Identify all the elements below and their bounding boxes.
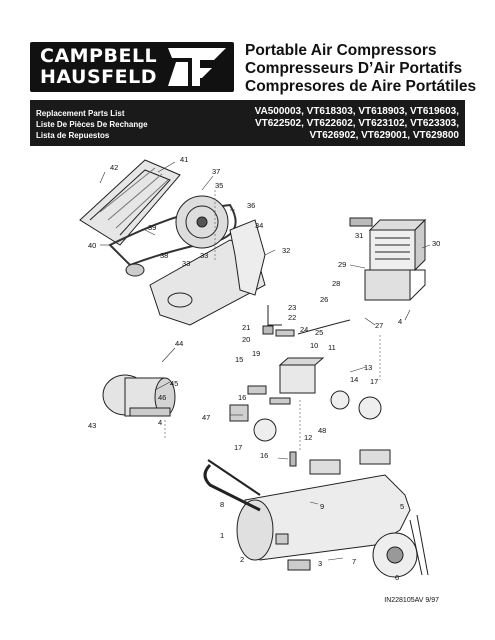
- svg-text:28: 28: [332, 279, 340, 288]
- parts-list-labels: Replacement Parts List Liste De Pièces D…: [36, 108, 148, 141]
- svg-text:41: 41: [180, 155, 188, 164]
- parts-list-label-french: Liste De Pièces De Rechange: [36, 120, 148, 129]
- svg-text:36: 36: [247, 201, 255, 210]
- svg-text:27: 27: [375, 321, 383, 330]
- svg-text:4: 4: [158, 418, 162, 427]
- svg-text:42: 42: [110, 163, 118, 172]
- svg-text:32: 32: [282, 246, 290, 255]
- campbell-hausfeld-logo: CAMPBELL HAUSFELD: [30, 42, 234, 92]
- svg-text:10: 10: [310, 341, 318, 350]
- svg-text:5: 5: [400, 502, 404, 511]
- parts-list-label-english: Replacement Parts List: [36, 109, 125, 118]
- svg-text:37: 37: [212, 167, 220, 176]
- svg-text:43: 43: [88, 421, 96, 430]
- svg-text:34: 34: [255, 221, 263, 230]
- svg-text:46: 46: [158, 393, 166, 402]
- svg-text:16: 16: [260, 451, 268, 460]
- svg-text:40: 40: [88, 241, 96, 250]
- svg-text:30: 30: [432, 239, 440, 248]
- svg-text:11: 11: [328, 343, 336, 352]
- svg-text:45: 45: [170, 379, 178, 388]
- model-line-3: VT626902, VT629001, VT629800: [309, 130, 459, 141]
- title-english: Portable Air Compressors: [245, 42, 437, 59]
- svg-text:24: 24: [300, 325, 308, 334]
- svg-text:22: 22: [288, 313, 296, 322]
- svg-text:4: 4: [398, 317, 402, 326]
- svg-text:16: 16: [238, 393, 246, 402]
- svg-text:3: 3: [318, 559, 322, 568]
- svg-text:38: 38: [160, 251, 168, 260]
- title-spanish: Compresores de Aire Portátiles: [245, 78, 477, 95]
- svg-text:35: 35: [215, 181, 223, 190]
- svg-text:2: 2: [240, 555, 244, 564]
- title-french: Compresseurs D’Air Portatifs: [245, 60, 463, 77]
- svg-text:7: 7: [352, 557, 356, 566]
- svg-text:12: 12: [304, 433, 312, 442]
- svg-text:26: 26: [320, 295, 328, 304]
- svg-text:44: 44: [175, 339, 183, 348]
- svg-text:9: 9: [320, 502, 324, 511]
- svg-text:6: 6: [395, 573, 399, 582]
- svg-text:13: 13: [364, 363, 372, 372]
- header-band: Replacement Parts List Liste De Pièces D…: [30, 100, 465, 146]
- svg-text:47: 47: [202, 413, 210, 422]
- svg-text:20: 20: [242, 335, 250, 344]
- svg-text:8: 8: [220, 500, 224, 509]
- svg-text:29: 29: [338, 260, 346, 269]
- svg-text:39: 39: [148, 223, 156, 232]
- svg-text:25: 25: [315, 328, 323, 337]
- logo-line-2: HAUSFELD: [40, 66, 157, 88]
- svg-text:48: 48: [318, 426, 326, 435]
- document-code: IN228105AV 9/97: [384, 597, 439, 604]
- svg-text:19: 19: [252, 349, 260, 358]
- svg-text:33: 33: [200, 251, 208, 260]
- model-numbers: VA500003, VT618303, VT618903, VT619603, …: [255, 106, 459, 142]
- svg-text:33: 33: [182, 259, 190, 268]
- parts-list-label-spanish: Lista de Repuestos: [36, 131, 110, 140]
- svg-text:17: 17: [370, 377, 378, 386]
- model-line-1: VA500003, VT618303, VT618903, VT619603,: [254, 106, 459, 117]
- svg-text:21: 21: [242, 323, 250, 332]
- svg-text:17: 17: [234, 443, 242, 452]
- svg-text:31: 31: [355, 231, 363, 240]
- svg-text:23: 23: [288, 303, 296, 312]
- model-line-2: VT622502, VT622602, VT623102, VT623303,: [254, 118, 459, 129]
- svg-text:1: 1: [220, 531, 224, 540]
- svg-text:15: 15: [235, 355, 243, 364]
- document-titles: Portable Air Compressors Compresseurs D’…: [245, 42, 476, 96]
- logo-line-1: CAMPBELL: [40, 45, 158, 67]
- svg-text:14: 14: [350, 375, 358, 384]
- logo-emblem-icon: [168, 48, 226, 86]
